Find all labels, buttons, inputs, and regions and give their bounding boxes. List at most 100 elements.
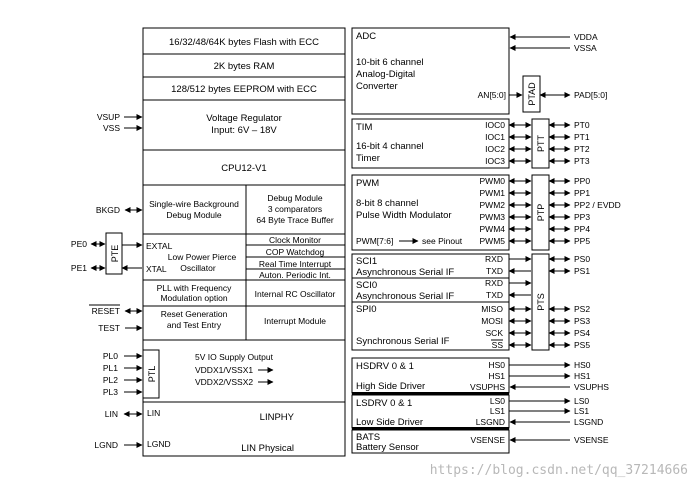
ps3-pin: PS3 [574, 316, 590, 326]
pts-label: PTS [536, 293, 546, 311]
pp4-pin: PP4 [574, 224, 590, 234]
pt2-pin: PT2 [574, 144, 590, 154]
spi0-desc: Synchronous Serial IF [356, 336, 450, 347]
hs1-pin: HS1 [574, 371, 591, 381]
tim-name: TIM [356, 122, 372, 133]
pl1-pin: PL1 [103, 363, 118, 373]
sci1-name: SCI1 [356, 256, 377, 267]
api-label: Auton. Periodic Int. [259, 270, 331, 280]
pe0-pin: PE0 [71, 239, 87, 249]
ptl-label: PTL [147, 366, 157, 383]
vreg-input: Input: 6V – 18V [211, 125, 277, 136]
pl3-pin: PL3 [103, 387, 118, 397]
ioc0-label: IOC0 [485, 120, 505, 130]
ls0-pin: LS0 [574, 396, 589, 406]
spi-ss: SS [492, 340, 504, 350]
pp2-evdd-pin: PP2 / EVDD [574, 200, 621, 210]
lsdrv-desc: Low Side Driver [356, 417, 423, 428]
ioc1-label: IOC1 [485, 132, 505, 142]
spi-mosi: MOSI [481, 316, 503, 326]
ptad-label: PTAD [527, 82, 537, 106]
vdda-pin: VDDA [574, 32, 598, 42]
ptl-port [142, 349, 160, 399]
bkgd-debug-line2: Debug Module [166, 210, 222, 220]
pts-port [531, 253, 550, 351]
pwm-note: PWM[7:6] [356, 236, 393, 246]
sci1-desc: Asynchronous Serial IF [356, 267, 454, 278]
pwm-line1: 8-bit 8 channel [356, 198, 418, 209]
ptt-port [531, 118, 550, 169]
pp0-pin: PP0 [574, 176, 590, 186]
ps5-pin: PS5 [574, 340, 590, 350]
extal-pin-label: EXTAL [146, 241, 173, 251]
lsdrv-divider [352, 427, 509, 430]
linphy-name: LINPHY [260, 412, 295, 423]
interrupt-module-label: Interrupt Module [264, 316, 326, 326]
core-frame [142, 27, 346, 457]
io-supply-line2: VDDX2/VSSX2 [195, 377, 253, 387]
pwm3-label: PWM3 [480, 212, 506, 222]
vsense-label: VSENSE [471, 435, 506, 445]
ls0-label: LS0 [490, 396, 505, 406]
io-supply-title: 5V IO Supply Output [195, 352, 274, 362]
ptt-label: PTT [536, 134, 546, 152]
pad-pin: PAD[5:0] [574, 90, 607, 100]
cop-watchdog-label: COP Watchdog [266, 247, 325, 257]
pll-line1: PLL with Frequency [157, 283, 233, 293]
sci1-txd: TXD [486, 266, 503, 276]
adc-line1: 10-bit 6 channel [356, 57, 424, 68]
adc-line3: Converter [356, 81, 398, 92]
pt3-pin: PT3 [574, 156, 590, 166]
tim-line2: Timer [356, 153, 380, 164]
pwm5-label: PWM5 [480, 236, 506, 246]
lsgnd-label: LSGND [476, 417, 505, 427]
cpu-label: CPU12-V1 [221, 163, 266, 174]
pwm-name: PWM [356, 178, 379, 189]
irc-oscillator-label: Internal RC Oscillator [255, 289, 336, 299]
lsgnd-pin: LSGND [574, 417, 603, 427]
hsdrv-desc: High Side Driver [356, 381, 425, 392]
pwm0-label: PWM0 [480, 176, 506, 186]
pte-port [105, 232, 123, 275]
oscillator-line2: Oscillator [180, 263, 216, 273]
pll-line2: Modulation option [160, 293, 227, 303]
sci0-desc: Asynchronous Serial IF [356, 291, 454, 302]
reset-pin: RESET [92, 306, 120, 316]
adc-name: ADC [356, 31, 376, 42]
tim-line1: 16-bit 4 channel [356, 141, 424, 152]
bats-name: BATS [356, 432, 380, 443]
ps4-pin: PS4 [574, 328, 590, 338]
linphy-lgnd-pin: LGND [147, 439, 171, 449]
pe1-pin: PE1 [71, 263, 87, 273]
hsdrv-block [351, 357, 510, 394]
rti-label: Real Time Interrupt [259, 259, 332, 269]
sci0-rxd: RXD [485, 278, 503, 288]
pt0-pin: PT0 [574, 120, 590, 130]
hsdrv-divider [352, 392, 509, 395]
ptp-label: PTP [536, 204, 546, 222]
pwm-note-tail: see Pinout [422, 236, 463, 246]
spi-sck: SCK [486, 328, 504, 338]
xtal-pin-label: XTAL [146, 264, 167, 274]
pp5-pin: PP5 [574, 236, 590, 246]
hs0-label: HS0 [488, 360, 505, 370]
pwm-block [351, 174, 510, 251]
pte-label: PTE [110, 245, 120, 263]
ls1-label: LS1 [490, 406, 505, 416]
pp3-pin: PP3 [574, 212, 590, 222]
tim-block [351, 118, 510, 169]
adc-line2: Analog-Digital [356, 69, 415, 80]
spi0-name: SPI0 [356, 304, 377, 315]
watermark: https://blog.csdn.net/qq_37214666 [430, 463, 688, 478]
sci0-txd: TXD [486, 290, 503, 300]
bats-desc: Battery Sensor [356, 442, 419, 453]
adc-block [351, 27, 510, 115]
pl2-pin: PL2 [103, 375, 118, 385]
sci0-name: SCI0 [356, 280, 377, 291]
ps2-pin: PS2 [574, 304, 590, 314]
linphy-lin-pin: LIN [147, 408, 160, 418]
pwm-line2: Pulse Width Modulator [356, 210, 452, 221]
hsdrv-name: HSDRV 0 & 1 [356, 361, 414, 372]
vssa-pin: VSSA [574, 43, 597, 53]
